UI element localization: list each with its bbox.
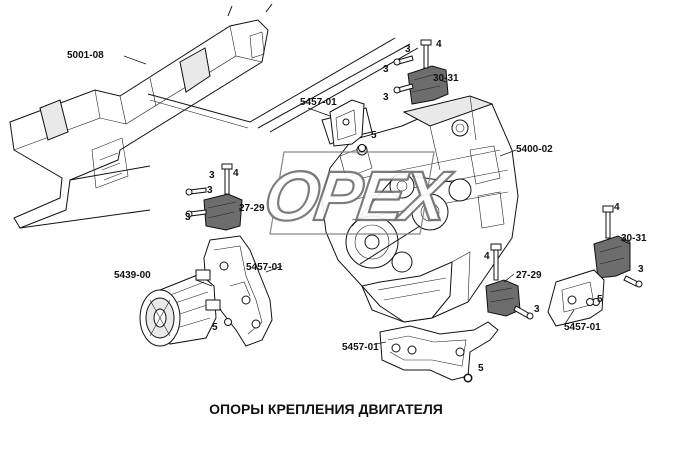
label-stud: 4 xyxy=(484,251,490,262)
support-right xyxy=(593,205,643,288)
label-bolt: 3 xyxy=(383,92,389,103)
label-bracket-right: 5457-01 xyxy=(564,322,601,333)
label-frame: 5001-08 xyxy=(67,50,104,61)
label-bolt: 3 xyxy=(207,185,213,196)
label-support-center: 27-29 xyxy=(516,270,542,281)
label-nut: 5 xyxy=(597,294,603,305)
frame-rail xyxy=(9,3,419,229)
label-bolt: 3 xyxy=(209,170,215,181)
label-bolt: 3 xyxy=(383,64,389,75)
label-bolt: 3 xyxy=(185,212,191,223)
label-compressor: 5439-00 xyxy=(114,270,151,281)
bracket-right xyxy=(547,269,605,327)
svg-text:ОРЕХ: ОРЕХ xyxy=(260,156,458,235)
label-bolt: 3 xyxy=(405,44,411,55)
leader-lines xyxy=(123,55,631,345)
diagram-caption: ОПОРЫ КРЕПЛЕНИЯ ДВИГАТЕЛЯ xyxy=(209,401,443,417)
label-stud: 4 xyxy=(436,39,442,50)
watermark-logo: ОРЕХ xyxy=(259,151,458,236)
label-engine: 5400-02 xyxy=(516,144,553,155)
label-bracket-left: 5457-01 xyxy=(246,262,283,273)
label-nut: 5 xyxy=(371,130,377,141)
support-top-right xyxy=(393,39,449,105)
nut-markers xyxy=(224,144,594,382)
label-support-top-right: 30-31 xyxy=(433,73,459,84)
label-bolt: 3 xyxy=(638,264,644,275)
label-bolt: 3 xyxy=(534,304,540,315)
label-bracket-top: 5457-01 xyxy=(300,97,337,108)
support-left xyxy=(185,163,243,231)
compressor xyxy=(139,269,221,347)
label-bracket-bottom: 5457-01 xyxy=(342,342,379,353)
bracket-left xyxy=(203,235,273,347)
label-stud: 4 xyxy=(614,202,620,213)
label-nut: 5 xyxy=(212,322,218,333)
fastener-labels: 3 4 3 3 5 3 4 3 3 5 4 3 5 4 3 5 xyxy=(185,39,644,374)
support-center xyxy=(485,243,534,320)
label-nut: 5 xyxy=(478,363,484,374)
label-support-right: 30-31 xyxy=(621,233,647,244)
label-stud: 4 xyxy=(233,168,239,179)
label-support-left: 27-29 xyxy=(239,203,265,214)
part-labels: 5001-08 5400-02 5439-00 5457-01 5457-01 … xyxy=(67,50,647,353)
